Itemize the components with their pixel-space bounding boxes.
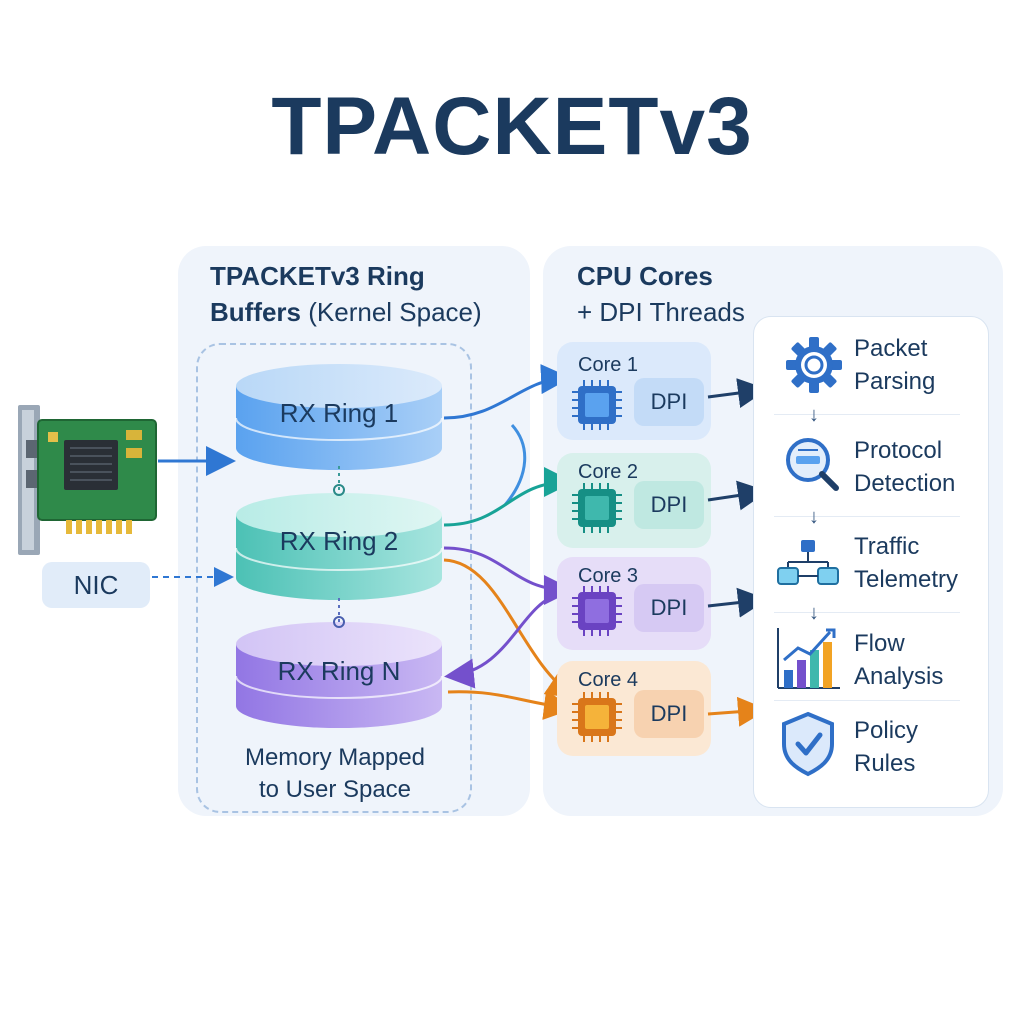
cpu-chip-icon [572, 380, 622, 430]
nic-label: NIC [42, 562, 150, 608]
rx-ring-n [235, 622, 443, 728]
cpu-title-line1: CPU Cores [577, 261, 713, 291]
stage-traffic-telemetry: Traffic Telemetry [854, 530, 994, 596]
cpu-chip-icon [572, 586, 622, 636]
magnifier-icon [786, 438, 839, 491]
shield-check-icon [782, 711, 834, 777]
stage-down-arrow: ↓ [809, 602, 819, 624]
core-2-label: Core 2 [578, 461, 639, 483]
mmap-caption-line2: to User Space [258, 776, 412, 803]
ringn-to-core4-arrow [447, 690, 574, 720]
ring1-to-core2-crossing [503, 423, 527, 506]
dpi-label-2: DPI [650, 492, 688, 517]
cpu-chip-icon [572, 692, 622, 742]
stage-protocol-detection: Protocol Detection [854, 434, 994, 500]
ring-n-label: RX Ring N [277, 656, 401, 686]
stage-1-line2: Parsing [854, 368, 936, 395]
cpu-title-line2: + DPI Threads [577, 297, 745, 327]
ring1-to-core1-arrow [443, 364, 571, 420]
dpi-label-4: DPI [650, 701, 688, 726]
kernel-panel-title: TPACKETv3 Ring Buffers (Kernel Space) [210, 258, 520, 330]
stage-5-line1: Policy [854, 717, 919, 744]
kernel-title-suffix: (Kernel Space) [301, 297, 482, 327]
dpi-label-1: DPI [650, 389, 688, 414]
dpi-pill-4 [634, 690, 704, 738]
stage-3-line2: Telemetry [854, 566, 959, 593]
dpi-pill-1 [634, 378, 704, 426]
stage-5-line2: Rules [854, 750, 916, 777]
stage-divider [774, 612, 960, 613]
rx-ring-2 [235, 493, 443, 600]
cpu-panel-title: CPU Cores + DPI Threads [577, 258, 767, 330]
ring2-to-core4-arrow [443, 558, 577, 699]
stage-flow-analysis: Flow Analysis [854, 627, 994, 693]
stage-packet-parsing: Packet Parsing [854, 332, 994, 398]
stage-policy-rules: Policy Rules [854, 714, 994, 780]
rx-ring-1 [235, 364, 443, 470]
stage-down-arrow: ↓ [809, 404, 819, 426]
ring-chain-connector [333, 466, 345, 628]
stage-down-arrow: ↓ [809, 506, 819, 528]
gear-icon [786, 337, 842, 393]
ring-1-label: RX Ring 1 [279, 398, 399, 428]
stage-1-line1: Packet [854, 335, 928, 362]
core-1-label: Core 1 [578, 354, 639, 376]
dpi-label-3: DPI [650, 595, 688, 620]
stage-2-line2: Detection [854, 470, 956, 497]
mmap-caption: Memory Mapped to User Space [200, 742, 470, 806]
cpu-chip-icon [572, 483, 622, 533]
network-icon [777, 540, 839, 585]
core3-to-ringn-arrow [444, 592, 561, 689]
stage-2-line1: Protocol [854, 437, 943, 464]
stage-divider [774, 700, 960, 701]
core-4-label: Core 4 [578, 669, 639, 691]
dpi-pill-3 [634, 584, 704, 632]
nic-card-icon [18, 405, 157, 555]
page-title: TPACKETv3 [271, 81, 753, 172]
stage-divider [774, 516, 960, 517]
kernel-title-line1: TPACKETv3 Ring [210, 261, 425, 291]
core-3-label: Core 3 [578, 565, 639, 587]
ring2-to-core2-arrow [443, 467, 574, 527]
kernel-title-line2: Buffers [210, 297, 302, 327]
stage-3-line1: Traffic [854, 533, 920, 560]
stage-divider [774, 414, 960, 415]
mmap-caption-line1: Memory Mapped [244, 744, 426, 771]
stage-4-line1: Flow [854, 630, 905, 657]
ring-2-label: RX Ring 2 [279, 526, 399, 556]
bar-chart-icon [777, 628, 840, 689]
stage-4-line2: Analysis [854, 663, 944, 690]
ring2-to-core3-arrow [443, 546, 574, 605]
dpi-pill-2 [634, 481, 704, 529]
